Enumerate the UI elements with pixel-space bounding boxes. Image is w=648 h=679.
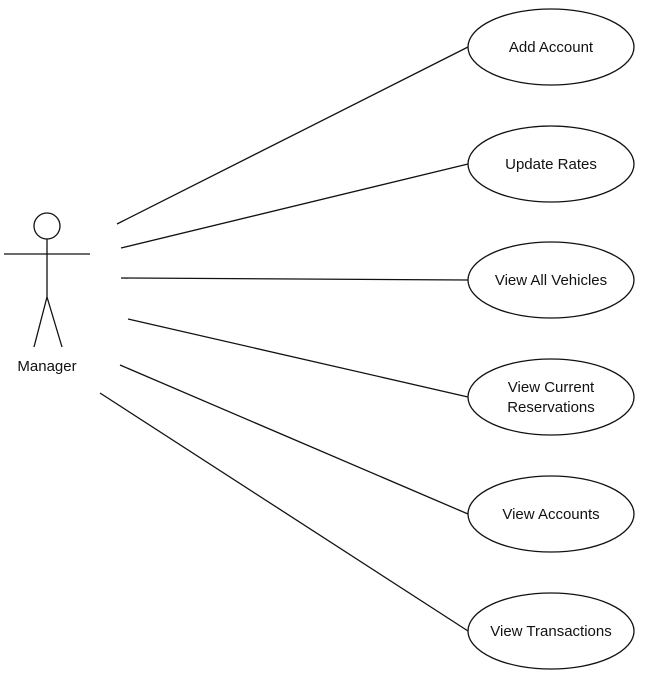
- associations: [99, 46, 469, 632]
- use-case-update-rates: Update Rates: [467, 125, 635, 203]
- use-case-label: View Transactions: [490, 623, 611, 640]
- use-case-label-line: View All Vehicles: [495, 272, 607, 289]
- association-line-view-current-reservations: [127, 318, 469, 398]
- use-case-ellipse: [467, 592, 635, 670]
- use-case-ellipse: [467, 8, 635, 86]
- association-line-view-transactions: [99, 392, 469, 632]
- use-case-label-line: View Current: [508, 379, 595, 396]
- use-case-ellipse: [467, 475, 635, 553]
- actor-label: Manager: [17, 358, 76, 375]
- use-case-label-line: View Accounts: [502, 506, 599, 523]
- use-case-view-accounts: View Accounts: [467, 475, 635, 553]
- use-case-view-all-vehicles: View All Vehicles: [467, 241, 635, 319]
- actor-manager: Manager: [4, 212, 90, 375]
- use-case-ellipse: [467, 125, 635, 203]
- use-case-label: Add Account: [509, 39, 594, 56]
- association-line-update-rates: [120, 163, 469, 249]
- use-case-label-line: View Transactions: [490, 623, 611, 640]
- actor-head: [33, 212, 61, 240]
- association-line-add-account: [116, 46, 469, 225]
- use-case-label-line: Add Account: [509, 39, 594, 56]
- association-line-view-accounts: [119, 364, 469, 515]
- actor-right-leg: [46, 296, 63, 348]
- use-case-label-line: Update Rates: [505, 156, 597, 173]
- use-case-add-account: Add Account: [467, 8, 635, 86]
- use-case-label: View All Vehicles: [495, 272, 607, 289]
- association-line-view-all-vehicles: [120, 277, 469, 281]
- use-case-label: Update Rates: [505, 156, 597, 173]
- use-case-view-transactions: View Transactions: [467, 592, 635, 670]
- actor-left-leg: [33, 296, 48, 348]
- use-case-ellipse: [467, 241, 635, 319]
- use-case-label-line: Reservations: [507, 399, 595, 416]
- use-case-label: View Accounts: [502, 506, 599, 523]
- use-case-ellipse: [467, 358, 635, 436]
